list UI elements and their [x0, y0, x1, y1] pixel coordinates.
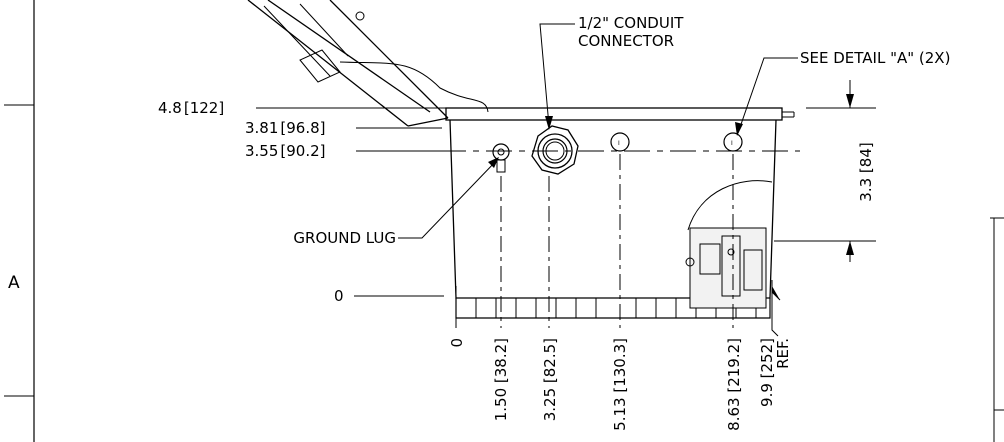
left-dimensions: 4.8[122] 3.81[96.8] 3.55[90.2] 0 — [158, 99, 446, 305]
dim-8-63: 8.63 [219.2] — [725, 338, 743, 431]
dim-zero-horizontal: 0 — [448, 338, 466, 348]
horizontal-dimensions: 0 1.50 [38.2] 3.25 [82.5] 5.13 [130.3] 8… — [448, 338, 792, 431]
dim-3-55: 3.55[90.2] — [245, 142, 326, 160]
title-block-edge — [990, 217, 1004, 442]
ground-lug-label: GROUND LUG — [293, 229, 396, 247]
dim-9-9: 9.9 [252] — [758, 338, 776, 407]
conduit-callout-line1: 1/2" CONDUIT — [578, 14, 684, 32]
dim-3-25: 3.25 [82.5] — [541, 338, 559, 421]
dim-4-8: 4.8[122] — [158, 99, 224, 117]
open-lid — [247, 0, 489, 127]
svg-text:I: I — [731, 140, 733, 147]
svg-text:I: I — [618, 140, 620, 147]
ground-lug-callout: GROUND LUG — [293, 157, 499, 247]
zone-letter: A — [8, 273, 20, 293]
conduit-callout-line2: CONNECTOR — [578, 32, 674, 50]
ground-lug-part — [492, 143, 510, 173]
horizontal-extension-lines — [500, 154, 734, 328]
dim-3-3: 3.3 [84] — [857, 142, 875, 201]
dim-1-50: 1.50 [38.2] — [492, 338, 510, 421]
see-detail-callout-text: SEE DETAIL "A" (2X) — [800, 49, 950, 67]
dim-ref-note: REF. — [774, 338, 792, 369]
conduit-callout: 1/2" CONDUIT CONNECTOR — [539, 14, 684, 130]
right-dimension: 3.3 [84] — [774, 80, 876, 262]
drawing-border: A — [4, 0, 35, 442]
dim-3-81: 3.81[96.8] — [245, 119, 326, 137]
dim-zero-vertical: 0 — [334, 287, 344, 305]
dim-5-13: 5.13 [130.3] — [611, 338, 629, 431]
extension-solid-lines — [455, 286, 781, 328]
see-detail-callout: SEE DETAIL "A" (2X) — [735, 49, 950, 136]
internal-terminal-block — [689, 227, 767, 309]
knockout-circle — [610, 132, 630, 152]
conduit-connector-part — [531, 125, 579, 175]
knockout-circle — [723, 132, 743, 152]
